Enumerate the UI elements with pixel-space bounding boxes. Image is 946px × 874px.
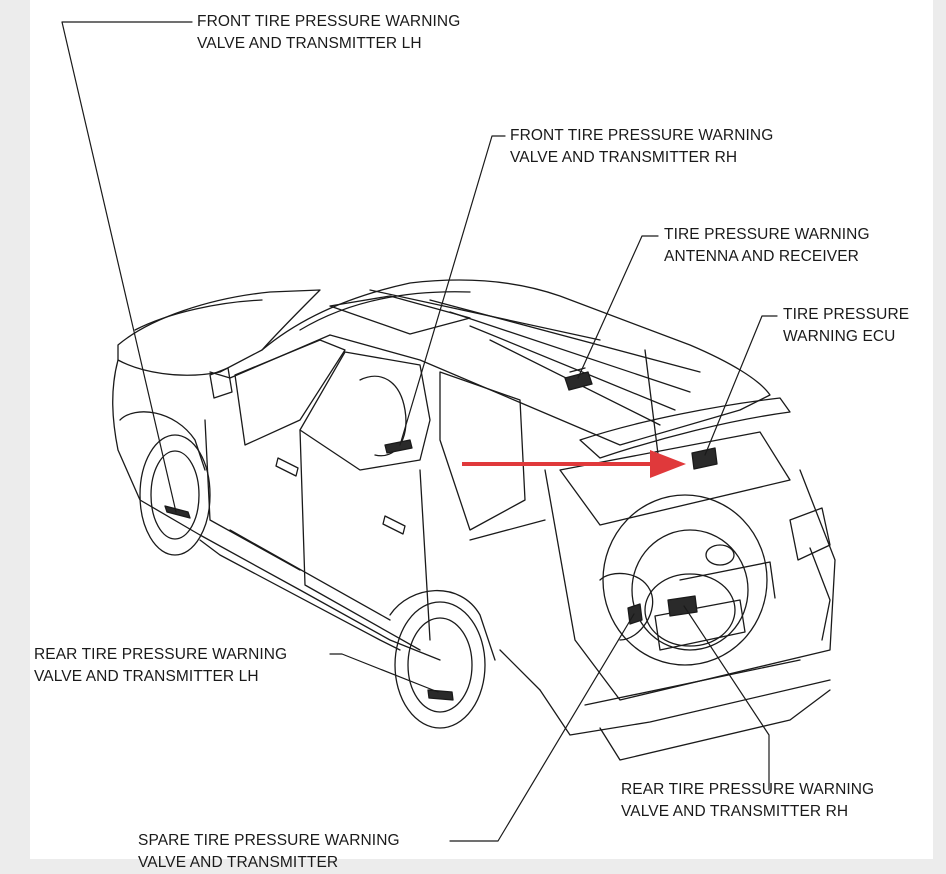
callout-front-rh-line2: VALVE AND TRANSMITTER RH — [510, 149, 738, 166]
tire-pressure-ecu — [691, 447, 718, 470]
callout-spare-line1: SPARE TIRE PRESSURE WARNING — [138, 832, 400, 849]
callout-front-rh: FRONT TIRE PRESSURE WARNING VALVE AND TR… — [510, 125, 773, 169]
callout-spare: SPARE TIRE PRESSURE WARNING VALVE AND TR… — [138, 830, 400, 874]
callout-rear-lh: REAR TIRE PRESSURE WARNING VALVE AND TRA… — [34, 644, 287, 688]
callout-front-lh-line1: FRONT TIRE PRESSURE WARNING — [197, 13, 461, 30]
highlight-arrow — [462, 450, 686, 478]
leader-rear-lh — [329, 653, 439, 693]
rear-lh-transmitter — [427, 689, 454, 701]
rear-rh-transmitter — [667, 595, 698, 617]
callout-antenna: TIRE PRESSURE WARNING ANTENNA AND RECEIV… — [664, 224, 870, 268]
sensor-components — [164, 367, 718, 701]
callout-front-lh-line2: VALVE AND TRANSMITTER LH — [197, 35, 422, 52]
leader-rear-rh — [683, 605, 770, 791]
leader-antenna — [577, 235, 659, 379]
callout-rear-rh-line1: REAR TIRE PRESSURE WARNING — [621, 781, 875, 798]
callout-antenna-line2: ANTENNA AND RECEIVER — [664, 248, 859, 265]
callout-rear-lh-line2: VALVE AND TRANSMITTER LH — [34, 668, 259, 685]
diagram-page — [30, 0, 933, 859]
callout-antenna-line1: TIRE PRESSURE WARNING — [664, 226, 870, 243]
callout-ecu: TIRE PRESSURE WARNING ECU — [783, 304, 909, 348]
leader-lines — [61, 21, 778, 842]
callout-front-lh: FRONT TIRE PRESSURE WARNING VALVE AND TR… — [197, 11, 460, 55]
leader-spare — [449, 613, 635, 842]
callout-rear-rh-line2: VALVE AND TRANSMITTER RH — [621, 803, 849, 820]
leader-ecu — [704, 315, 778, 456]
callout-spare-line2: VALVE AND TRANSMITTER — [138, 854, 339, 871]
callout-rear-rh: REAR TIRE PRESSURE WARNING VALVE AND TRA… — [621, 779, 874, 823]
leader-front-lh — [61, 21, 193, 513]
leader-front-rh — [399, 135, 506, 446]
front-lh-transmitter — [164, 505, 191, 519]
callout-front-rh-line1: FRONT TIRE PRESSURE WARNING — [510, 127, 774, 144]
vehicle-outline — [112, 279, 836, 761]
antenna-receiver — [564, 367, 593, 391]
callout-ecu-line1: TIRE PRESSURE — [783, 306, 910, 323]
callout-ecu-line2: WARNING ECU — [783, 328, 896, 345]
callout-rear-lh-line1: REAR TIRE PRESSURE WARNING — [34, 646, 288, 663]
front-rh-transmitter — [384, 439, 413, 454]
